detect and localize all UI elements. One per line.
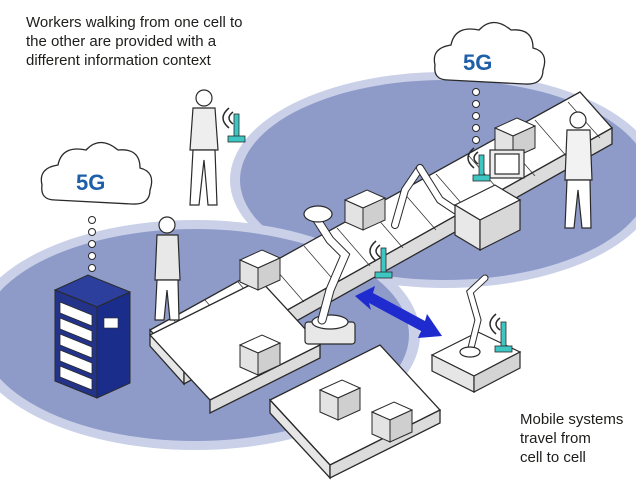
antenna-icon [467,147,491,182]
workers-caption-line: Workers walking from one cell to [26,14,243,31]
bidirectional-arrow-icon [355,286,442,338]
antenna-icon [369,240,393,279]
workers-caption-line: the other are provided with a [26,33,217,50]
robot-arm-icon [303,205,356,345]
workers-caption: Workers walking from one cell to the oth… [26,13,242,70]
cloud-5g-icon: 5G [40,141,153,205]
mobile-caption-line: travel from [520,430,591,447]
package-boxes [238,117,537,443]
agv-icon [430,274,522,393]
workers-caption-line: different information context [26,52,211,69]
cloud-link-dots [88,88,480,272]
mobile-caption: Mobile systems travel from cell to cell [520,410,623,467]
antenna-icon [222,107,246,143]
cloud-label-right: 5G [463,50,492,75]
robot-arm-back-icon [391,164,459,229]
worker-icon [564,111,593,229]
worker-icon [189,89,219,206]
mobile-caption-line: Mobile systems [520,411,624,428]
worker-icon [154,216,181,321]
cloud-label-left: 5G [76,170,105,195]
mobile-caption-line: cell to cell [520,449,586,466]
machine-station-icon [453,149,525,252]
server-rack-icon [53,274,132,399]
cloud-5g-icon: 5G [433,21,546,85]
antenna-icon [489,313,513,353]
